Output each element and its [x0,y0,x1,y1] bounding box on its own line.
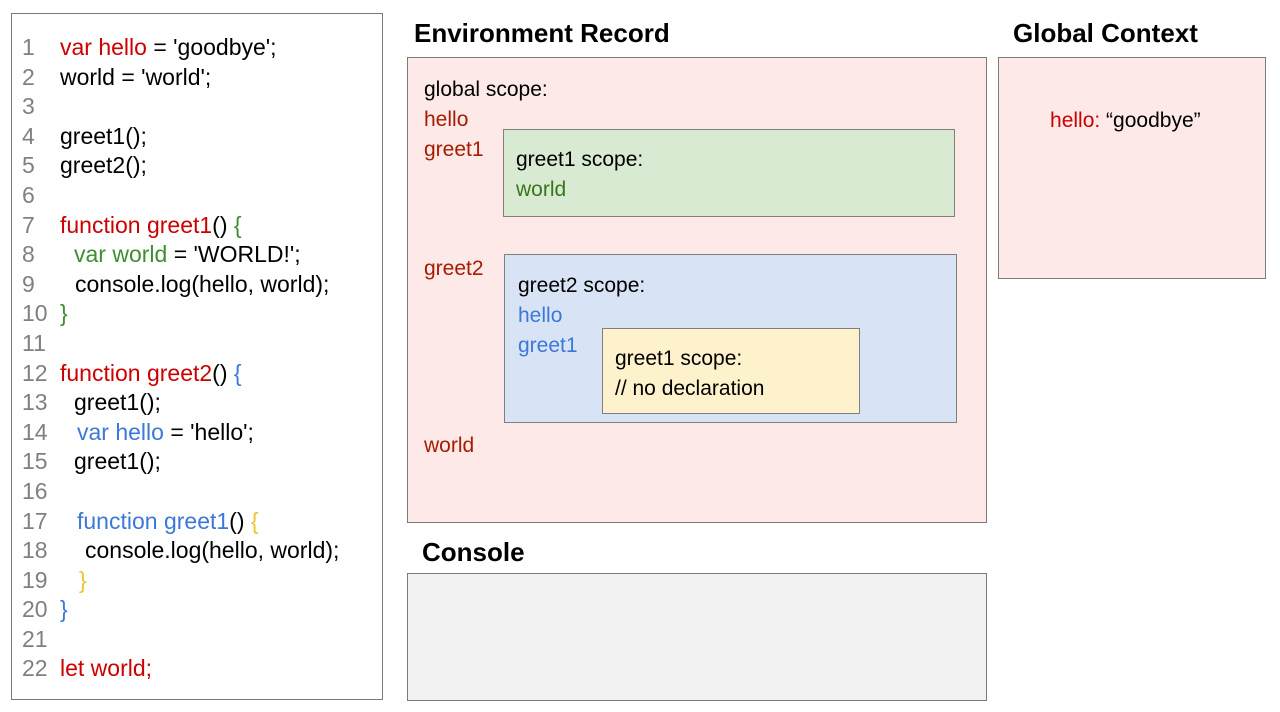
code-token: } [79,566,87,593]
line-number: 3 [22,93,35,120]
code-token: var world [74,241,168,268]
line-number: 20 [22,596,48,623]
code-token: = 'WORLD!'; [167,241,301,268]
code-line: 3 [22,92,382,122]
global-scope-entries: global scope: hello greet1 [424,75,548,165]
code-token: { [250,507,259,534]
code-line: 7 function greet1() { [22,211,382,241]
scope-entry: world [516,178,567,201]
code-line: 2 world = 'world'; [22,63,382,93]
line-number: 2 [22,63,35,90]
scope-entry: hello [518,304,563,327]
label-world: world [424,434,475,457]
code-line: 15 greet1(); [22,447,382,477]
scope-entry: greet1 [518,334,578,357]
code-line: 13 greet1(); [22,388,382,418]
code-line: 4 greet1(); [22,122,382,152]
code-token: greet2(); [60,152,147,179]
code-line: 12 function greet2() { [22,359,382,389]
code-token: () [212,359,234,386]
global-context-box: hello: “goodbye” [998,57,1266,279]
code-line: 10} [22,299,382,329]
console-title: Console [422,537,525,567]
scope-entry: greet1 [424,138,484,161]
line-number: 5 [22,152,35,179]
code-token: let world; [60,655,153,682]
code-token: function greet1 [77,507,230,534]
line-number: 14 [22,418,48,445]
global-context-title: Global Context [1013,18,1198,48]
environment-record-box: global scope: hello greet1 greet1 scope: wo… [407,57,987,523]
code-token: } [60,596,68,623]
code-token: = 'hello'; [163,418,254,445]
code-line: 9 console.log(hello, world); [22,270,382,300]
code-line: 20} [22,595,382,625]
console-box [407,573,987,701]
code-line: 14 var hello = 'hello'; [22,418,382,448]
code-token: () [212,211,234,238]
code-token: var hello [60,34,147,60]
code-token: () [229,507,251,534]
line-number: 17 [22,507,48,534]
code-token: { [233,359,242,386]
code-line: 22 let world; [22,654,382,684]
global-context-entry-name: hello: [1050,109,1101,132]
greet1-scope-box: greet1 scope: world [503,129,955,217]
line-number: 6 [22,181,35,208]
code-line: 17 function greet1() { [22,507,382,537]
global-context-entry-value: “goodbye” [1100,109,1201,132]
scope-entry: greet1 scope: [516,148,644,171]
code-token: console.log(hello, world); [75,270,330,297]
code-panel: 1 var hello = 'goodbye'; 2 world = 'world';… [11,13,383,700]
code-line: 19} [22,566,382,596]
line-number: 1 [22,34,35,60]
scope-entry: hello [424,108,469,131]
line-number: 13 [22,389,48,416]
code-line: 16 [22,477,382,507]
code-token: greet1(); [74,389,161,416]
code-line: 8 var world = 'WORLD!'; [22,240,382,270]
environment-record-title: Environment Record [414,18,670,48]
code-token: function greet2 [60,359,213,386]
line-number: 15 [22,448,48,475]
line-number: 10 [22,300,48,327]
line-number: 16 [22,477,48,504]
greet2-scope-box: greet1 scope: // no declaration greet2 sc… [504,254,957,423]
line-number: 8 [22,241,35,268]
scope-entry: // no declaration [615,377,765,400]
code-token: { [233,211,242,238]
line-number: 7 [22,211,35,238]
scope-entry: greet2 scope: [518,274,646,297]
code-token: greet1(); [60,122,147,149]
code-token: console.log(hello, world); [85,537,340,564]
code-token: function greet1 [60,211,213,238]
label-greet2: greet2 [424,257,484,280]
line-number: 11 [22,329,46,356]
code-token: greet1(); [74,448,161,475]
line-number: 9 [22,270,35,297]
code-line: 6 [22,181,382,211]
global-context-entry: hello: “goodbye” [1015,76,1265,166]
line-number: 21 [22,625,48,652]
line-number: 12 [22,359,48,386]
line-number: 19 [22,566,48,593]
code-line: 18 console.log(hello, world); [22,536,382,566]
scope-entry: greet1 scope: [615,347,743,370]
code-line: 21 [22,625,382,655]
code-token: = 'goodbye'; [146,34,277,60]
code-token: world = 'world'; [60,63,212,90]
code-token: } [60,300,68,327]
code-line: 5 greet2(); [22,151,382,181]
line-number: 4 [22,122,35,149]
code-line: 1 var hello = 'goodbye'; [22,33,382,63]
scope-entry: global scope: [424,78,548,101]
line-number: 22 [22,655,48,682]
code-line: 11 [22,329,382,359]
nested-greet1-scope-box: greet1 scope: // no declaration [602,328,860,414]
code-token: var hello [77,418,164,445]
line-number: 18 [22,537,48,564]
